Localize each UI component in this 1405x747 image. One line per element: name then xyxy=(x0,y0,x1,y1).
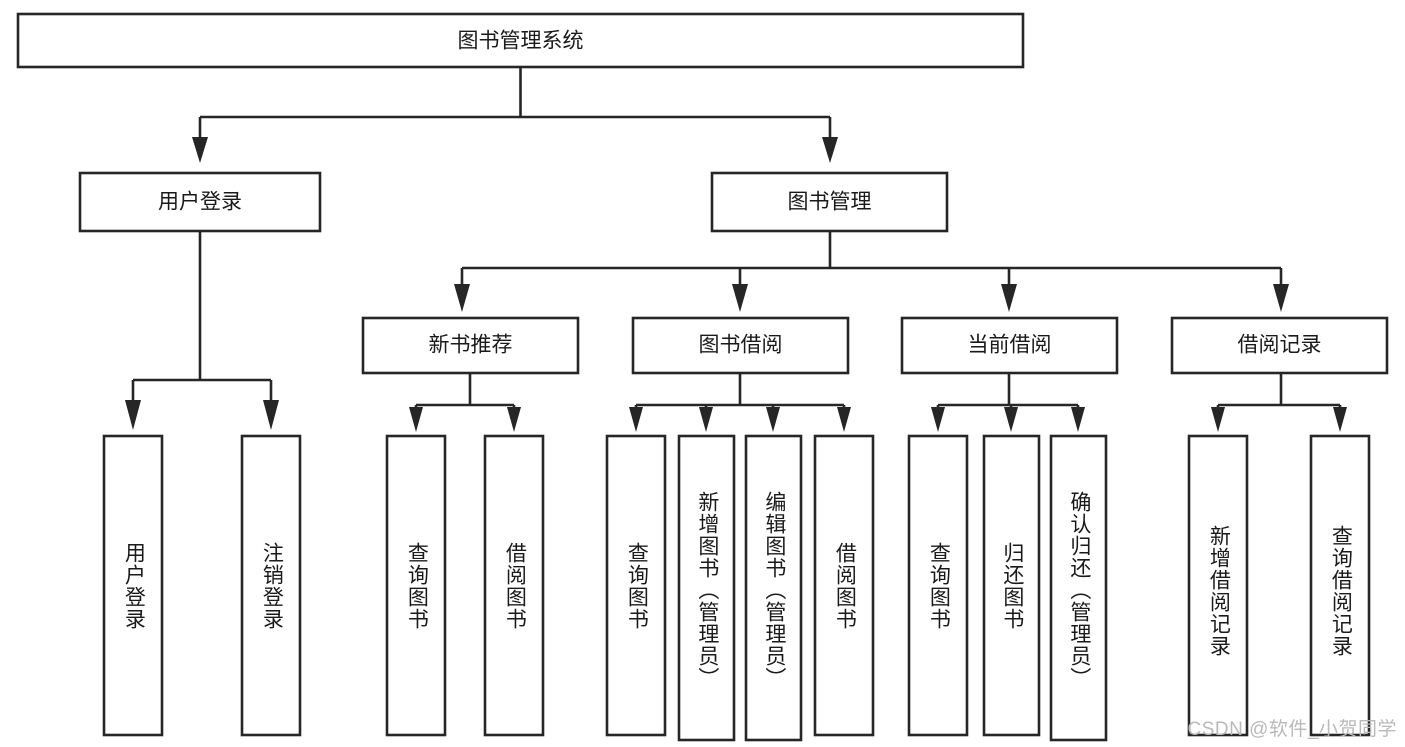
leaf-box-confirm-return-admin[interactable] xyxy=(1049,434,1108,742)
node-current-borrow-box[interactable] xyxy=(900,316,1119,375)
node-book-management-label: 图书管理 xyxy=(788,191,872,214)
arrow-head-icon xyxy=(732,284,748,312)
leaf-boxes-group xyxy=(102,434,1371,742)
leaf-box-add-borrow-record[interactable] xyxy=(1187,434,1249,737)
node-borrow-records-box[interactable] xyxy=(1170,316,1389,375)
leaf-box-borrow-book[interactable] xyxy=(813,434,875,737)
leaf-box-query-borrow-record[interactable] xyxy=(1309,434,1371,737)
leaf-box-add-book-admin[interactable] xyxy=(677,434,736,742)
arrow-head-icon xyxy=(1004,407,1018,432)
node-user-login-label: 用户登录 xyxy=(158,191,242,214)
arrow-head-icon xyxy=(1001,284,1017,312)
node-root[interactable]: 图书管理系统 xyxy=(16,12,1025,69)
arrow-head-icon xyxy=(192,137,208,163)
node-book-borrow-box[interactable] xyxy=(631,316,850,375)
leaf-box-user-login[interactable] xyxy=(102,434,164,737)
arrow-head-icon xyxy=(1273,284,1289,312)
arrow-head-icon xyxy=(507,407,521,432)
watermark: CSDN @软件_小贺同学 xyxy=(1187,719,1397,740)
leaf-box-edit-book-admin[interactable] xyxy=(744,434,803,742)
arrow-head-icon xyxy=(1211,407,1225,432)
arrow-head-icon xyxy=(1333,407,1347,432)
node-book-borrow-label: 图书借阅 xyxy=(699,334,783,357)
node-current-borrow-label: 当前借阅 xyxy=(968,334,1052,357)
leaf-box-query-book-newrec[interactable] xyxy=(385,434,447,737)
arrow-head-icon xyxy=(931,407,945,432)
arrow-head-icon xyxy=(1071,407,1085,432)
node-book-management-box[interactable] xyxy=(710,171,949,233)
node-new-book-recommend[interactable]: 新书推荐 xyxy=(361,316,580,375)
arrow-head-icon xyxy=(409,407,423,432)
node-user-login[interactable]: 用户登录 xyxy=(78,171,322,233)
connector-group-bookmgmt-to-level3 xyxy=(454,231,1289,312)
connector-group-userlogin-to-leaves xyxy=(125,231,279,430)
node-book-management[interactable]: 图书管理 xyxy=(710,171,949,233)
connector-group-root-to-level2 xyxy=(192,67,838,163)
node-book-borrow[interactable]: 图书借阅 xyxy=(631,316,850,375)
node-current-borrow[interactable]: 当前借阅 xyxy=(900,316,1119,375)
connector-group-borrow-to-leaves xyxy=(629,373,851,432)
leaf-box-borrow-book-newrec[interactable] xyxy=(483,434,545,737)
arrow-head-icon xyxy=(125,400,141,430)
arrow-head-icon xyxy=(766,407,780,432)
node-new-book-recommend-label: 新书推荐 xyxy=(429,334,513,357)
leaf-box-query-book-current[interactable] xyxy=(907,434,969,737)
node-root-box[interactable] xyxy=(16,12,1025,69)
leaf-box-query-book-borrow[interactable] xyxy=(605,434,667,737)
node-new-book-recommend-box[interactable] xyxy=(361,316,580,375)
node-borrow-records[interactable]: 借阅记录 xyxy=(1170,316,1389,375)
arrow-head-icon xyxy=(822,137,838,163)
connector-group-newbook-to-leaves xyxy=(409,373,521,432)
leaf-box-logout[interactable] xyxy=(240,434,302,737)
connector-group-records-to-leaves xyxy=(1211,373,1347,432)
arrow-head-icon xyxy=(263,400,279,430)
node-root-label: 图书管理系统 xyxy=(458,30,584,53)
arrow-head-icon xyxy=(837,407,851,432)
arrow-head-icon xyxy=(629,407,643,432)
node-user-login-box[interactable] xyxy=(78,171,322,233)
leaf-box-return-book[interactable] xyxy=(982,434,1041,737)
arrow-head-icon xyxy=(454,284,470,312)
node-borrow-records-label: 借阅记录 xyxy=(1238,334,1322,357)
connector-group-current-to-leaves xyxy=(931,373,1085,432)
arrow-head-icon xyxy=(699,407,713,432)
